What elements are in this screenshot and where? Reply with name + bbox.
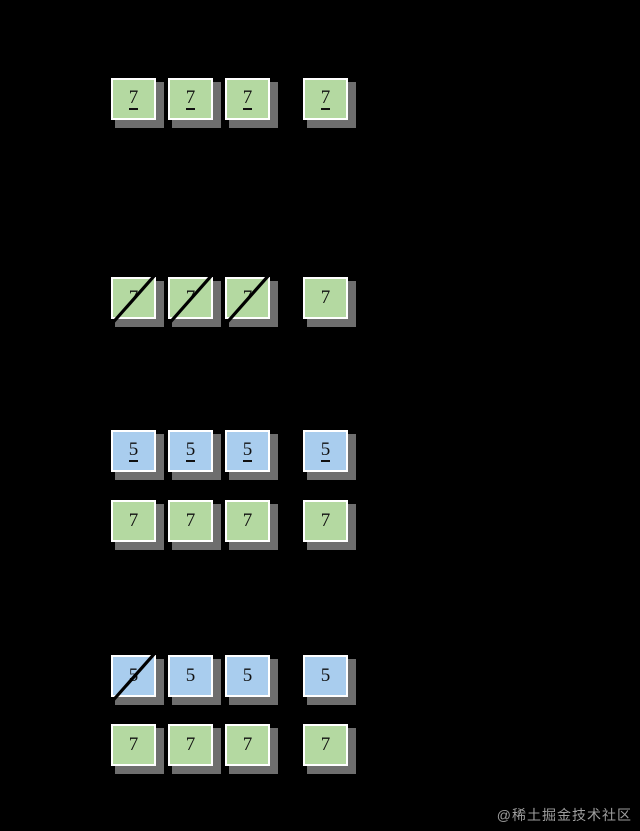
cell-value: 7 — [242, 287, 253, 308]
cell-group-right: 7 — [303, 78, 356, 128]
cell-value: 7 — [320, 734, 331, 755]
cell-group-left: 5 5 5 — [111, 430, 278, 480]
cell-face: 7 — [303, 277, 348, 319]
cell-value: 7 — [320, 510, 331, 531]
array-cell: 5 — [225, 430, 278, 480]
cell-face: 7 — [303, 724, 348, 766]
array-row: 7 — [303, 724, 356, 774]
cell-face: 5 — [225, 430, 270, 472]
cell-value: 7 — [128, 87, 139, 110]
cell-face: 7 — [111, 78, 156, 120]
array-row: 7 — [303, 500, 356, 550]
cell-group-right: 7 — [303, 500, 356, 550]
array-cell: 7 — [303, 500, 356, 550]
array-cell: 7 — [111, 500, 164, 550]
cell-face: 7 — [168, 78, 213, 120]
array-cell: 5 — [303, 655, 356, 705]
array-cell: 5 — [225, 655, 278, 705]
cell-face: 7 — [168, 724, 213, 766]
cell-group-right: 5 — [303, 655, 356, 705]
array-row: 7 7 7 — [111, 500, 278, 550]
array-row: 7 7 7 — [111, 78, 278, 128]
cell-value: 5 — [185, 439, 196, 462]
cell-face: 7 — [168, 500, 213, 542]
cell-face: 7 — [225, 78, 270, 120]
cell-value: 7 — [185, 734, 196, 755]
array-cell: 5 — [168, 655, 221, 705]
array-row: 7 7 7 — [111, 724, 278, 774]
array-cell: 5 — [111, 430, 164, 480]
cell-value: 7 — [128, 287, 139, 308]
cell-value: 7 — [185, 510, 196, 531]
array-cell: 7 — [111, 78, 164, 128]
array-cell: 7 — [106, 272, 164, 330]
array-row: 5 5 5 — [111, 430, 278, 480]
cell-face: 5 — [111, 430, 156, 472]
array-cell: 7 — [303, 277, 356, 327]
cell-value: 5 — [185, 665, 196, 686]
cell-group-right: 7 — [303, 724, 356, 774]
array-cell: 7 — [225, 500, 278, 550]
array-row: 5 — [303, 430, 356, 480]
cell-value: 5 — [320, 665, 331, 686]
cell-group-left: 7 7 7 — [106, 272, 278, 330]
array-row: 7 — [303, 78, 356, 128]
array-row: 5 5 5 — [106, 650, 278, 708]
cell-face: 7 — [225, 724, 270, 766]
array-cell: 7 — [111, 724, 164, 774]
cell-value: 7 — [242, 87, 253, 110]
cell-face: 7 — [303, 78, 348, 120]
cell-face: 7 — [111, 724, 156, 766]
cell-group-left: 5 5 5 — [106, 650, 278, 708]
cell-value: 7 — [128, 510, 139, 531]
array-cell: 5 — [168, 430, 221, 480]
cell-face: 5 — [303, 655, 348, 697]
cell-group-left: 7 7 7 — [111, 724, 278, 774]
array-cell: 7 — [168, 500, 221, 550]
array-cell: 7 — [225, 724, 278, 774]
cell-face: 7 — [111, 277, 156, 319]
array-cell: 7 — [303, 724, 356, 774]
cell-face: 7 — [225, 500, 270, 542]
array-cell: 5 — [106, 650, 164, 708]
cell-value: 5 — [128, 439, 139, 462]
array-row: 5 — [303, 655, 356, 705]
array-row: 7 — [303, 277, 356, 327]
cell-group-right: 7 — [303, 277, 356, 327]
cell-face: 5 — [168, 655, 213, 697]
cell-value: 7 — [320, 87, 331, 110]
cell-face: 5 — [303, 430, 348, 472]
cell-value: 7 — [185, 87, 196, 110]
cell-face: 7 — [225, 277, 270, 319]
array-cell: 7 — [168, 724, 221, 774]
cell-value: 7 — [185, 287, 196, 308]
cell-value: 7 — [128, 734, 139, 755]
cell-face: 5 — [168, 430, 213, 472]
array-cell: 5 — [303, 430, 356, 480]
array-cell: 7 — [225, 78, 278, 128]
cell-value: 7 — [242, 510, 253, 531]
cell-face: 7 — [111, 500, 156, 542]
array-row: 7 7 7 — [106, 272, 278, 330]
cell-value: 7 — [320, 287, 331, 308]
array-cell: 7 — [220, 272, 278, 330]
array-cell: 7 — [163, 272, 221, 330]
array-cell: 7 — [168, 78, 221, 128]
cell-group-left: 7 7 7 — [111, 500, 278, 550]
cell-value: 5 — [320, 439, 331, 462]
cell-value: 5 — [242, 439, 253, 462]
cell-group-right: 5 — [303, 430, 356, 480]
cell-face: 7 — [168, 277, 213, 319]
cell-face: 5 — [111, 655, 156, 697]
cell-value: 5 — [242, 665, 253, 686]
watermark-label: @稀土掘金技术社区 — [496, 807, 632, 823]
cell-face: 5 — [225, 655, 270, 697]
cell-value: 7 — [242, 734, 253, 755]
cell-group-left: 7 7 7 — [111, 78, 278, 128]
cell-face: 7 — [303, 500, 348, 542]
array-cell: 7 — [303, 78, 356, 128]
cell-value: 5 — [128, 665, 139, 686]
